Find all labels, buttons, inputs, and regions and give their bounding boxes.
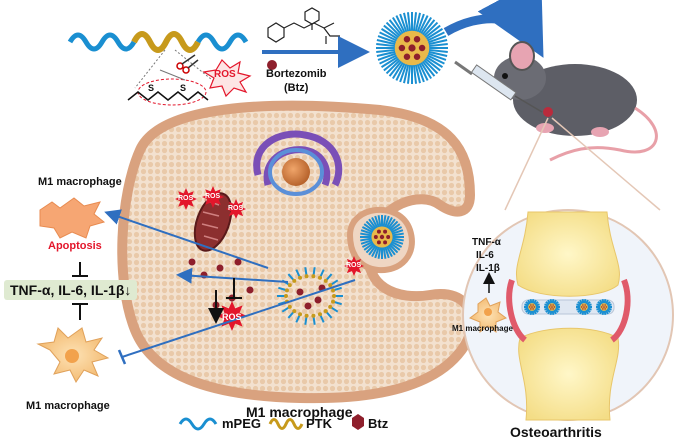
polymer-chain (67, 31, 249, 53)
legend-btz-label: Btz (368, 416, 389, 431)
cytokine-label: TNF-α, IL-6, IL-1β↓ (4, 280, 138, 300)
btz-dot-chem (267, 60, 277, 70)
nucleus (282, 158, 310, 186)
ros-label-cell-2: ROS (178, 195, 194, 202)
left-top-title: M1 macrophage (38, 176, 122, 188)
legend-btz-icon (352, 414, 364, 430)
inhibit-bar (117, 349, 127, 365)
ptk-linker-structure (127, 49, 223, 106)
legend-mpeg-label: mPEG (222, 416, 262, 431)
nanoparticle-top (376, 12, 448, 84)
zoom-line (551, 117, 661, 211)
legend-ptk-label: PTK (306, 416, 332, 431)
macrophage-joint (468, 272, 508, 333)
joint-cytokine-3: IL-1β (476, 263, 500, 274)
joint-cytokine-2: IL-6 (476, 250, 494, 261)
scissors-icon (176, 54, 199, 74)
arrow-to-apoptosis (104, 209, 269, 269)
ros-label-chem: ROS (214, 69, 236, 80)
syringe-icon (454, 60, 543, 113)
apoptosis-label: Apoptosis (48, 240, 102, 252)
joint-cytokine-1: TNF-α (472, 237, 501, 248)
mouse-illustration (494, 41, 658, 162)
injection-arrow (443, 0, 544, 58)
ros-label-cell-3: ROS (228, 205, 244, 212)
nanoparticle-endosome (360, 215, 404, 259)
drug-name: Bortezomib (266, 68, 327, 80)
osteoarthritis-caption: Osteoarthritis (510, 424, 602, 440)
legend-mpeg-icon (178, 417, 218, 431)
inhibit-apoptosis (72, 262, 88, 277)
zoom-line (504, 117, 549, 211)
cell-membrane (117, 100, 477, 404)
legend-ptk-icon (268, 418, 304, 430)
bortezomib-structure (267, 7, 340, 44)
sulfur-label-2: S (180, 83, 187, 93)
nanoparticles-joint (524, 298, 612, 316)
macrophage-nucleus (65, 349, 79, 363)
ros-label-cell-4: ROS (222, 312, 242, 322)
cell-caption: M1 macrophage (246, 404, 353, 420)
inhibit-line (121, 279, 356, 358)
macrophage-apoptotic (39, 197, 106, 239)
ros-label-cell-5: ROS (346, 262, 362, 269)
ros-burst-chem (202, 59, 252, 98)
left-bottom-title: M1 macrophage (26, 400, 110, 412)
knee-joint (506, 211, 631, 421)
ros-label-cell-1: ROS (205, 193, 221, 200)
sulfur-label-1: S (148, 83, 155, 93)
drug-abbrev: (Btz) (284, 82, 309, 94)
nucleus-envelope (268, 148, 324, 196)
inhibit-cytokine (72, 303, 88, 320)
joint-macrophage-label: M1 macrophage (452, 324, 513, 333)
